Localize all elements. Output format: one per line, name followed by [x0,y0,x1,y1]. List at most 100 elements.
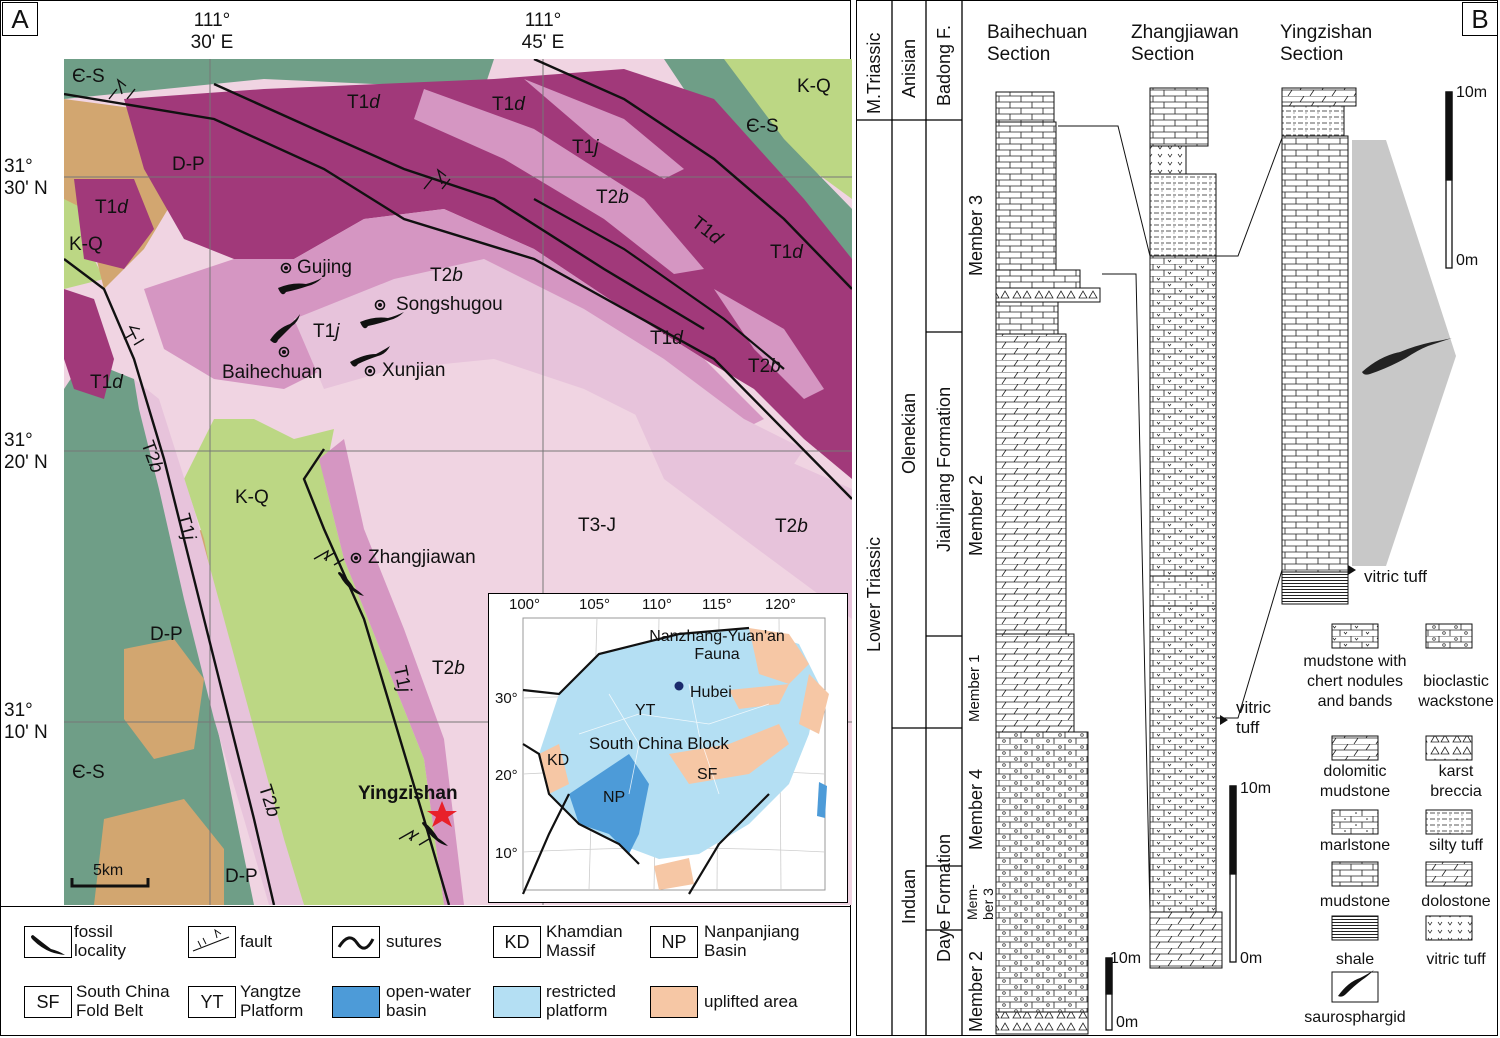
saurosphargid-silhouette [1362,338,1452,375]
lithology-columns [995,87,1456,1035]
fossil-icons [270,278,448,846]
legend-fault-box [188,926,236,958]
scale-zhang-0: 0m [1240,950,1263,967]
legend-yt-box: YT [188,986,236,1018]
label-t1d-far-west: T1d [90,372,123,393]
label-t1j-central: T1j [313,321,340,342]
legend-sf-text: South China Fold Belt [76,982,170,1020]
label-es-ne: Є-S [746,116,779,137]
legend-mudstone-chert: mudstone with chert nodules and bands [1303,653,1407,710]
locality-baihechuan: Baihechuan [222,362,323,383]
scale-zhang-10: 10m [1240,780,1272,797]
column-yingzishan [1281,87,1357,605]
unit-t1d-west-blob [74,179,154,269]
legend-restricted-box [493,986,541,1018]
inset-uplift-5 [654,858,694,890]
label-kq-ne: K-Q [797,76,831,97]
header-baihechuan: Baihechuan Section [987,22,1088,65]
legend-fault-text: fault [240,932,273,951]
legend-yt-text: Yangtze Platform [240,982,304,1020]
label-t2b-ne: T2b [596,187,629,208]
legend-kd-box: KD [493,926,541,958]
fault-symbols [108,78,451,846]
label-t1d-east: T1d [770,242,803,263]
left-tick-1: 31°30' N [4,156,48,199]
fault-line-2 [533,59,852,290]
yingzishan-star [427,801,457,827]
label-t2b-east: T2b [748,356,781,377]
legend-kd-text: Khamdian Massif [546,922,623,960]
locality-zhangjiawan: Zhangjiawan [368,547,476,568]
fault-line-6 [302,448,451,905]
label-t1d-se: T1d [650,328,683,349]
label-t1j-ne: T1j [572,137,599,158]
label-t2b-central: T2b [430,265,463,286]
inset-uplift-2 [669,724,789,784]
locality-markers [270,262,448,846]
inset-block-label: South China Block [589,734,729,753]
left-tick-3: 31°10' N [4,700,48,743]
inset-lat-10: 10° [495,845,518,862]
header-zhangjiawan: Zhangjiawan Section [1131,22,1239,65]
inset-map: 100° 105° 110° 115° 120° 30° 20° 10° Nan… [488,593,848,903]
unit-es-north [64,59,494,99]
legend-sf-box: SF [24,986,72,1018]
label-kq-mid: K-Q [235,487,269,508]
panel-b: B M.Triassic Lower Triassic Anisian Olen… [856,0,1500,1038]
map-legend: fossil locality fault sutures KD Khamdia… [0,908,852,1038]
inset-fauna-label: Nanzhang-Yuan'an Fauna [649,628,785,663]
left-tick-2: 31°20' N [4,430,48,473]
locality-songshugou: Songshugou [396,294,503,315]
legend-sutures-text: sutures [386,932,442,951]
lithology-legend-swatches [1331,623,1473,1003]
strat-grid [856,0,963,1036]
scale-label: 5km [93,862,124,879]
inset-uplift-1 [749,628,809,684]
legend-dolomitic: dolomitic mudstone [1319,763,1391,800]
fault-line-3 [213,82,705,331]
label-kq-west: K-Q [69,234,103,255]
inset-uplift-6 [799,674,829,734]
vitric-tuff-ying: vitric tuff [1364,567,1427,586]
unit-t1j-wedge [144,209,764,439]
legend-uplift-text: uplifted area [704,992,798,1011]
label-t2b-e2: T2b [775,516,808,537]
inset-lon-ticks: 100° 105° 110° 115° 120° [509,596,797,613]
inset-openwater [569,754,649,854]
unit-t1d-west-strip [64,289,114,399]
inset-np: NP [603,789,626,806]
label-t3j: T3-J [578,515,616,536]
locality-xunjian: Xunjian [382,360,446,381]
unit-t2b-east [624,389,852,619]
fault-line-4 [533,198,785,370]
panel-a: A 111°30' E 111°45' E 31°30' N 31°20' N … [0,0,852,1038]
legend-fossil-text: fossil locality [74,922,126,960]
panel-a-letter: A [2,2,38,36]
legend-saurosphargid: saurosphargid [1304,1009,1406,1026]
header-yingzishan: Yingzishan Section [1280,22,1373,65]
legend-restricted-text: restricted platform [546,982,616,1020]
legend-vitric: vitric tuff [1426,951,1486,968]
legend-sutures-box [332,926,380,958]
label-t1d-west: T1d [95,197,128,218]
legend-karst: karst breccia [1430,763,1482,800]
column-zhangjiawan [1149,87,1223,969]
inset-lat-30: 30° [495,690,518,707]
inset-taiwan [817,782,827,818]
unit-t1j-east-belt [319,439,464,905]
scale-bar [70,878,150,888]
label-es-nw: Є-S [72,66,105,87]
legend-mudstone: mudstone [1319,893,1391,910]
legend-open-box [332,986,380,1018]
map-legend-divider [0,906,851,907]
locality-yingzishan: Yingzishan [358,783,458,804]
label-es-sw: Є-S [72,762,105,783]
top-tick-1: 111°30' E [190,10,234,53]
inset-hubei: Hubei [690,684,732,701]
unit-t1j-streak-1 [414,89,704,274]
label-dp-nw: D-P [172,154,205,175]
legend-fossil-box [24,926,72,958]
legend-bioclastic: bioclastic wackstone [1418,673,1494,710]
inset-lat-20: 20° [495,767,518,784]
